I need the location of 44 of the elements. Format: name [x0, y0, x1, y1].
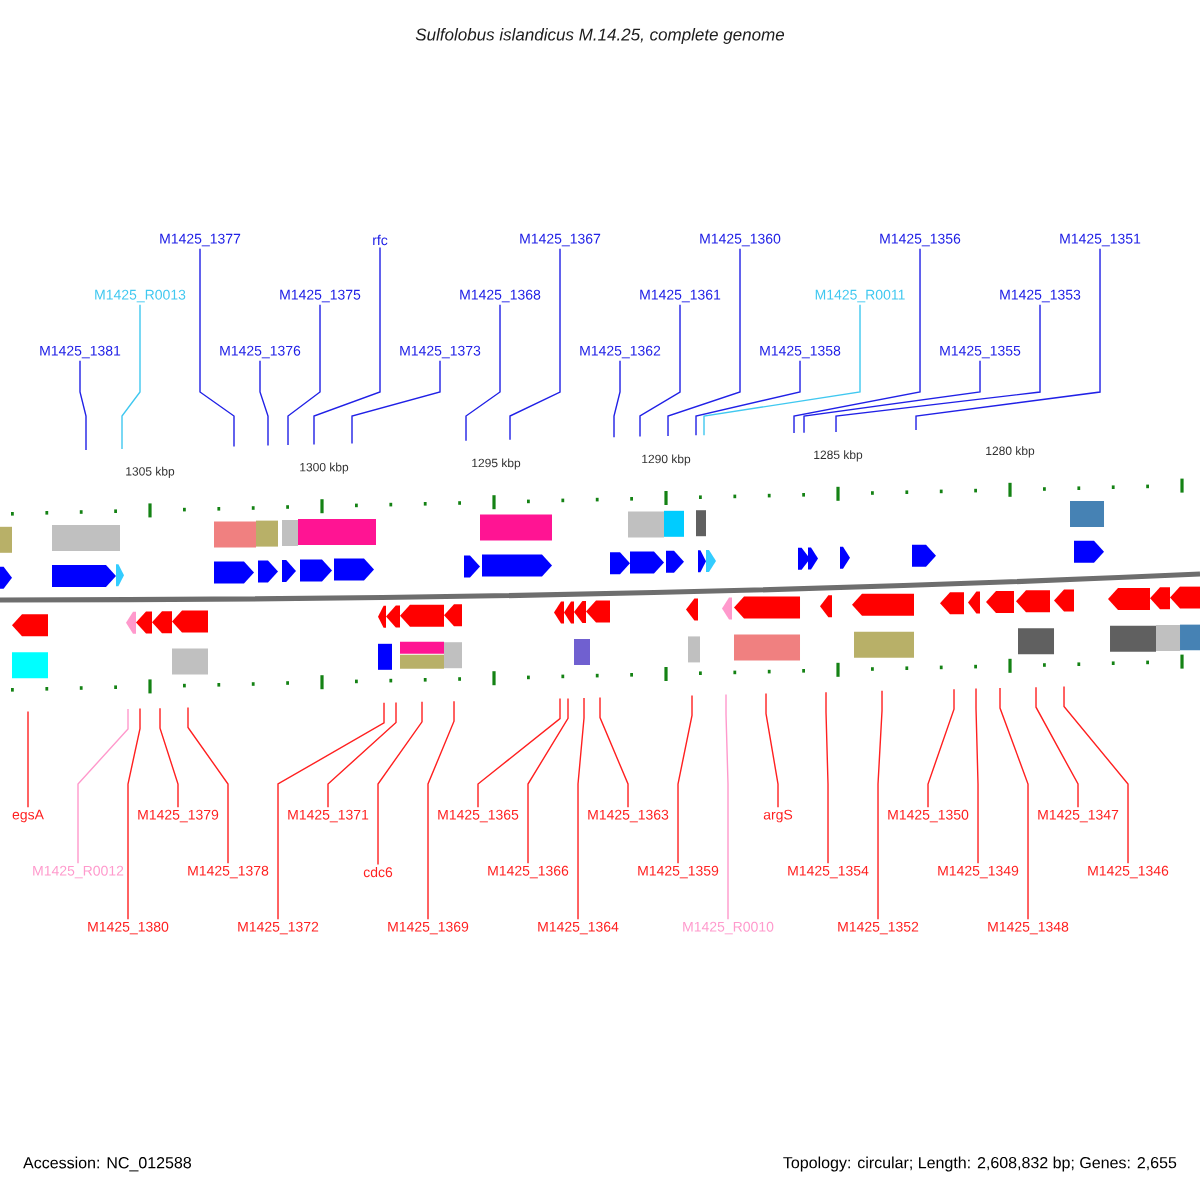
leader-line [159, 707, 179, 809]
leader-line [277, 702, 385, 921]
leader-line [127, 707, 141, 921]
leader-line [121, 304, 141, 450]
genome-info-text: Topology: circular; Length: 2,608,832 bp; Genes: 2,655 [783, 1156, 1177, 1172]
leader-line [527, 697, 569, 865]
leader-line [975, 687, 979, 865]
leader-line [79, 360, 87, 451]
leader-line [287, 304, 321, 446]
leader-line [327, 701, 397, 809]
title: Sulfolobus islandicus M.14.25, complete genome [415, 28, 785, 44]
leader-line [825, 691, 829, 865]
leader-line [1063, 685, 1129, 865]
leader-line [1035, 686, 1079, 809]
leader-line [465, 304, 501, 442]
leader-line [577, 697, 585, 921]
leader-line [313, 246, 381, 446]
leader-line [599, 696, 629, 809]
leader-line [259, 360, 269, 447]
leader-line [477, 697, 561, 809]
leader-line [27, 710, 29, 809]
leader-line [703, 304, 861, 436]
leader-line [677, 694, 693, 865]
leader-line [793, 248, 921, 434]
leader-line [509, 248, 561, 441]
leader-line [427, 700, 455, 921]
leader-line [915, 248, 1101, 431]
leader-line [999, 687, 1029, 921]
leader-line [667, 248, 741, 437]
leader-line [695, 360, 801, 436]
leader-line [77, 708, 129, 865]
leader-line [835, 304, 1041, 433]
accession-text: Accession: NC_012588 [23, 1156, 191, 1172]
leader-line [877, 690, 883, 921]
leader-line [199, 248, 235, 448]
leader-line [351, 360, 441, 445]
leader-line [187, 706, 229, 865]
leader-line [377, 701, 423, 866]
leader-line [725, 693, 729, 921]
leader-line [639, 304, 681, 438]
leader-line [613, 360, 621, 438]
leader-line [765, 692, 779, 808]
leader-line [927, 688, 955, 809]
leader-line [803, 360, 981, 434]
